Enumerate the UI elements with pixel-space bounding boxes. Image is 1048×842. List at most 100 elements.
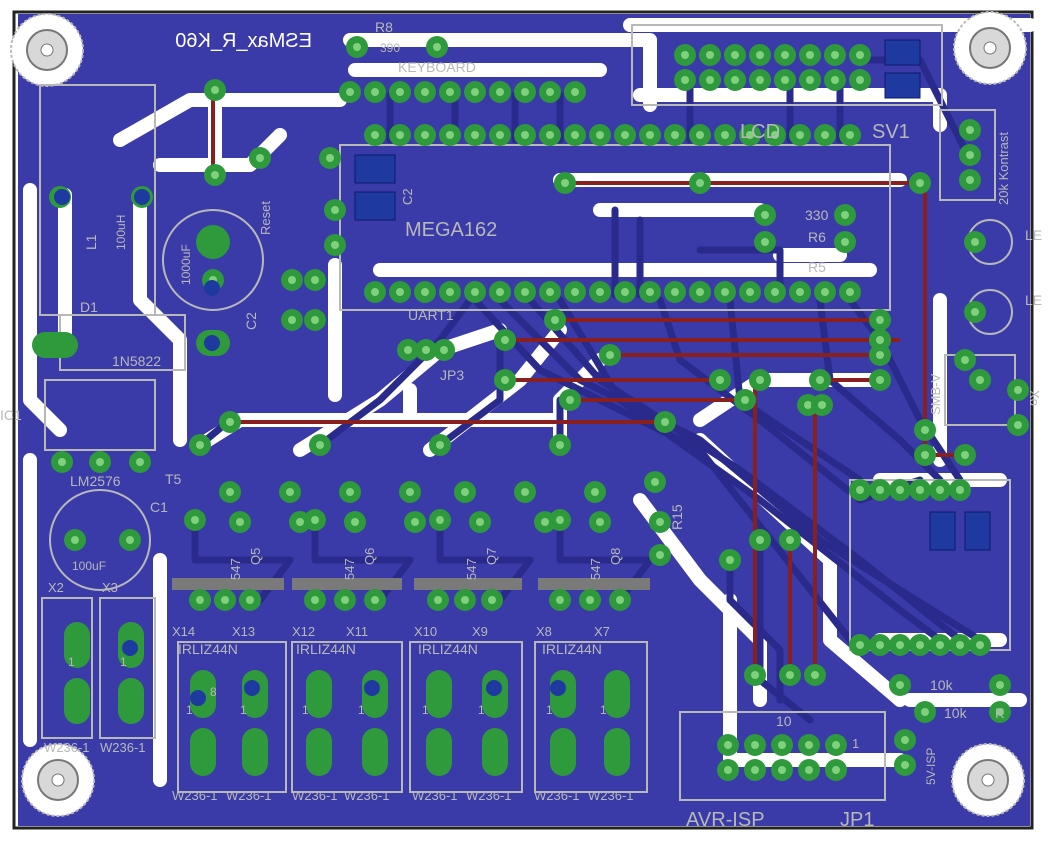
label-c2-top: C2 (400, 188, 415, 205)
pad-hole (546, 288, 554, 296)
label-avr-isp: AVR-ISP (686, 809, 765, 831)
bottom-via (244, 680, 260, 696)
ic1-outline (44, 379, 156, 451)
pad-hole (856, 51, 864, 59)
pad-hole (461, 488, 469, 496)
pad-hole (571, 88, 579, 96)
label-isp-pin1: 1 (852, 736, 859, 751)
label-x7: X7 (594, 624, 610, 639)
pad-hole (796, 288, 804, 296)
wire-bridges (211, 90, 965, 675)
pad-hole (1014, 421, 1022, 429)
pad-hole (966, 176, 974, 184)
label-q7: Q7 (484, 548, 499, 565)
kontrast-pot-outline (939, 109, 996, 201)
pad-hole (876, 351, 884, 359)
pad-hole (346, 88, 354, 96)
pad-hole (471, 88, 479, 96)
pad-hole (286, 488, 294, 496)
pad-hole (471, 131, 479, 139)
pad-hole (916, 179, 924, 187)
pad-hole (446, 88, 454, 96)
pad-hole (976, 376, 984, 384)
label-smb: SMB-V (928, 374, 943, 416)
pad-hole (756, 376, 764, 384)
pad-hole (546, 88, 554, 96)
pad-hole (756, 76, 764, 84)
label-isp-pin10: 10 (776, 713, 792, 729)
pad-hole (786, 536, 794, 544)
pad-hole (136, 458, 144, 466)
pad-hole (806, 76, 814, 84)
pad-hole (846, 288, 854, 296)
label-le1: LE (1025, 227, 1042, 243)
pad-hole (724, 741, 732, 749)
pad-hole (831, 51, 839, 59)
label-irl-1: IRLIZ44N (178, 641, 238, 657)
pad-hole (771, 131, 779, 139)
label-sv1: SV1 (872, 121, 910, 143)
pad-hole (404, 346, 412, 354)
label-r6-value: 330 (805, 207, 829, 223)
label-w236-3: W236-1 (292, 788, 338, 803)
pad-hole (721, 288, 729, 296)
pad-hole (501, 336, 509, 344)
board-title: ESMax_R_K60 (175, 30, 312, 52)
pad-hole (288, 316, 296, 324)
pad-hole (551, 316, 559, 324)
pad-hole (311, 276, 319, 284)
pad-hole (781, 76, 789, 84)
bottom-via (54, 189, 70, 205)
pad-hole (696, 179, 704, 187)
pad-hole (546, 131, 554, 139)
label-l1-value: 100uH (114, 215, 128, 250)
label-c1: C1 (150, 499, 168, 515)
label-r10k-b: 10k (944, 705, 968, 721)
label-irl-2: IRLIZ44N (296, 641, 356, 657)
pad-hole (856, 76, 864, 84)
pad-hole (756, 51, 764, 59)
label-w236-2: W236-1 (226, 788, 272, 803)
pad-hole (331, 206, 339, 214)
label-uart1: UART1 (408, 307, 454, 323)
smd-pads (354, 39, 991, 551)
pad-hole (71, 536, 79, 544)
pad-hole (841, 211, 849, 219)
pad-hole (781, 51, 789, 59)
pad-hole (371, 131, 379, 139)
label-r10k-a: 10k (930, 677, 954, 693)
pad-hole (556, 441, 564, 449)
label-l1: L1 (83, 234, 99, 250)
pad-hole (246, 596, 254, 604)
pad-hole (751, 741, 759, 749)
bottom-via (364, 680, 380, 696)
pad-hole (616, 596, 624, 604)
label-t5: T5 (165, 471, 182, 487)
label-w236-4: W236-1 (344, 788, 390, 803)
pad-hole (976, 641, 984, 649)
pad-hole (971, 308, 979, 316)
pad-hole (921, 708, 929, 716)
pad-hole (371, 88, 379, 96)
pad-hole (876, 376, 884, 384)
pad-hole (556, 596, 564, 604)
label-r8-value: 390 (380, 41, 400, 55)
label-k: K (995, 705, 1005, 721)
round-pads (49, 36, 1029, 781)
label-xo: Xo (1027, 390, 1042, 406)
pad-hole (961, 356, 969, 364)
label-x14: X14 (172, 624, 195, 639)
label-x2: X2 (48, 580, 64, 595)
label-w236-8: W236-1 (588, 788, 634, 803)
pad-hole (346, 488, 354, 496)
pad-hole (646, 131, 654, 139)
bottom-via (204, 335, 220, 351)
x12-x11-outline (291, 641, 403, 793)
pad-hole (211, 171, 219, 179)
pad-hole (126, 536, 134, 544)
bottom-via (550, 680, 566, 696)
pad-hole (311, 316, 319, 324)
pad-hole (421, 288, 429, 296)
pad-hole (221, 596, 229, 604)
